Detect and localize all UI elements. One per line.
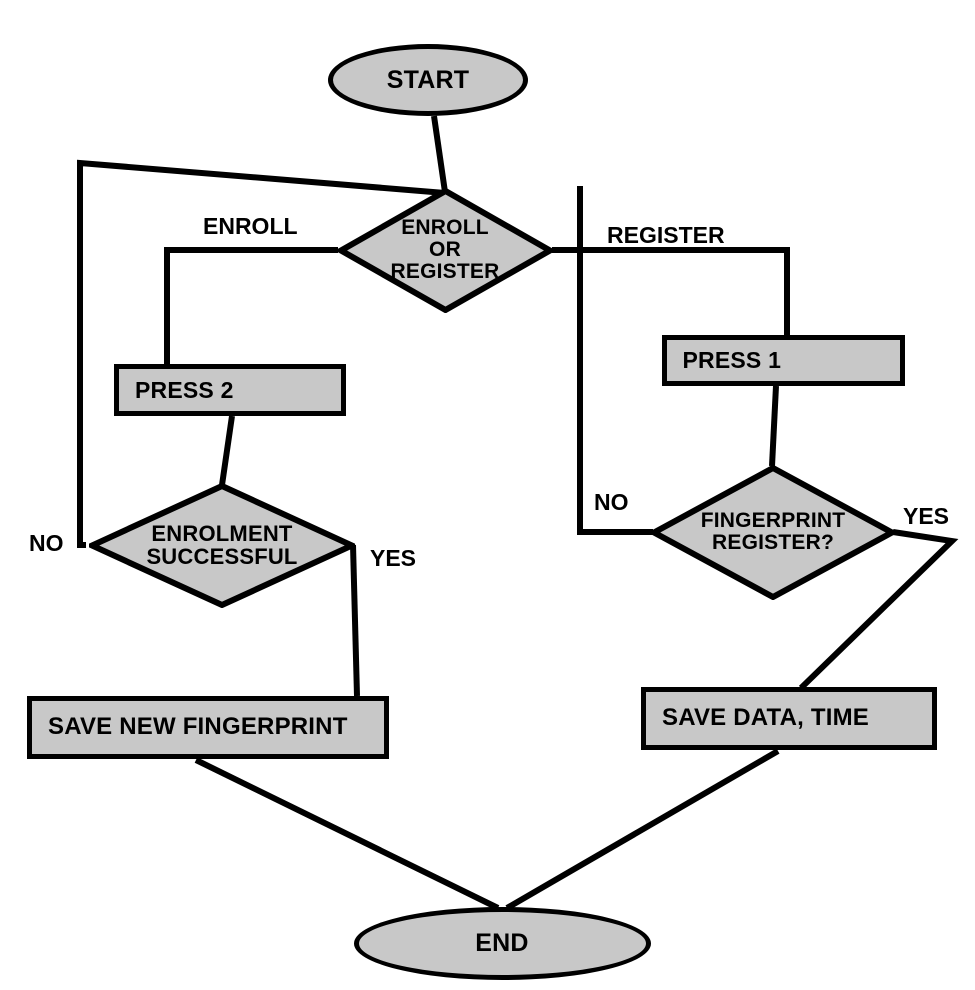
savefp-label: SAVE NEW FINGERPRINT — [48, 713, 348, 741]
no-right-label: NO — [594, 489, 629, 515]
decision-enrolok[interactable]: ENROLMENT SUCCESSFUL — [89, 482, 355, 608]
register-label: REGISTER — [607, 222, 725, 248]
connector-choice-to-register — [552, 247, 790, 336]
connector-enrolok-yes-to-save — [350, 544, 360, 697]
process-savefp[interactable]: SAVE NEW FINGERPRINT — [27, 695, 389, 759]
start-label: START — [386, 65, 470, 94]
connector-fpreg-no-loop — [577, 186, 653, 535]
terminator-end[interactable]: END — [353, 906, 651, 980]
process-press2[interactable]: PRESS 2 — [114, 364, 346, 416]
press1-label: PRESS 1 — [682, 346, 782, 373]
connector-choice-to-enroll — [164, 247, 338, 368]
connector-press2-to-enrolok — [219, 415, 235, 486]
diamond-shape — [89, 482, 355, 608]
connector-savedata-to-end — [505, 748, 780, 911]
process-savedata[interactable]: SAVE DATA, TIME — [641, 686, 937, 750]
yes-left-label: YES — [370, 545, 417, 571]
end-label: END — [475, 928, 529, 957]
press2-label: PRESS 2 — [135, 376, 234, 403]
no-left-label: NO — [29, 530, 64, 556]
connector-enrolok-no-loop — [77, 159, 446, 548]
yes-right-label: YES — [903, 503, 950, 529]
decision-fpreg[interactable]: FINGERPRINT REGISTER? — [651, 464, 895, 600]
connector-start-to-choice — [431, 115, 448, 193]
decision-choice[interactable]: ENROLL OR REGISTER — [337, 187, 553, 313]
savedata-label: SAVE DATA, TIME — [662, 704, 869, 732]
diamond-shape — [651, 464, 895, 600]
connector-press1-to-fpreg — [769, 385, 779, 467]
terminator-start[interactable]: START — [328, 44, 528, 116]
diamond-shape — [337, 187, 553, 313]
connector-savefp-to-end — [194, 757, 500, 911]
connector-fpreg-yes-to-save — [798, 529, 959, 691]
enroll-label: ENROLL — [203, 213, 298, 239]
process-press1[interactable]: PRESS 1 — [661, 334, 905, 386]
